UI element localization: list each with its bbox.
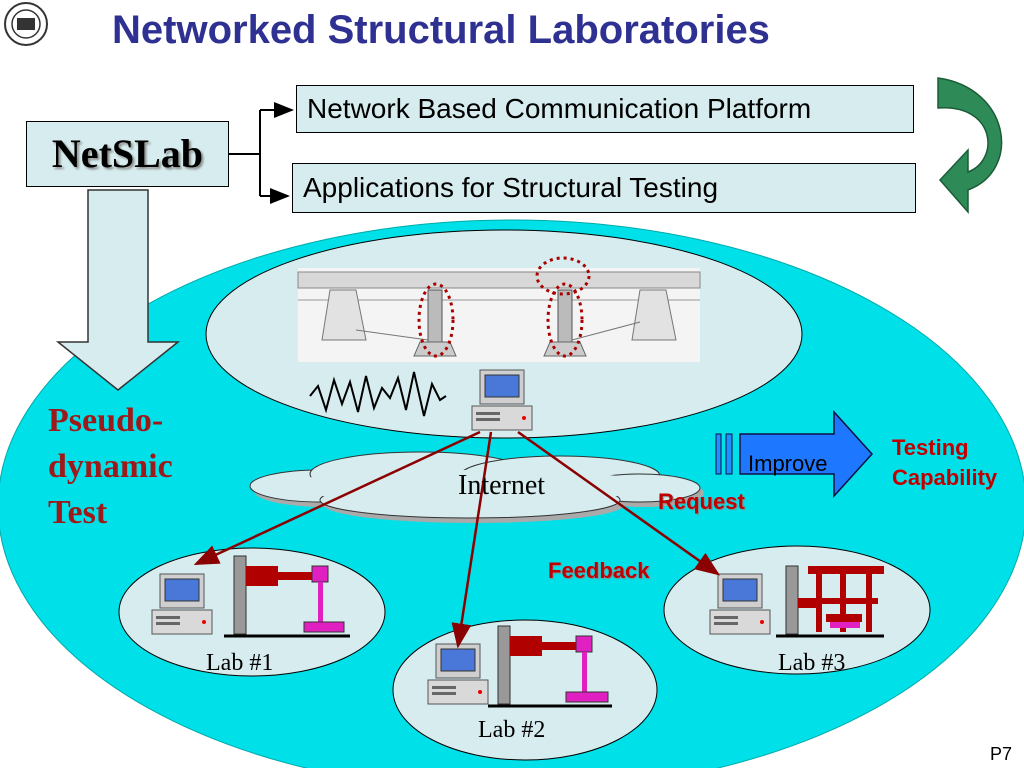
cloud-icon bbox=[249, 451, 704, 523]
platform-item-applications: Applications for Structural Testing bbox=[292, 163, 916, 213]
testing-capability-label: Testing Capability bbox=[892, 435, 998, 490]
improve-label: Improve bbox=[748, 451, 828, 476]
lab1-actuator bbox=[224, 555, 350, 638]
university-logo-icon bbox=[4, 2, 48, 46]
down-arrow-icon bbox=[55, 189, 181, 391]
test-structure-image bbox=[297, 256, 701, 362]
lab2-label: Lab #2 bbox=[478, 717, 546, 743]
computer-icon bbox=[471, 369, 533, 431]
lab3-frame bbox=[776, 565, 884, 638]
lab1-label: Lab #1 bbox=[206, 650, 274, 676]
feedback-label: Feedback bbox=[548, 558, 650, 583]
computer-icon bbox=[709, 573, 771, 635]
internet-label: Internet bbox=[458, 470, 546, 501]
lab2-actuator bbox=[488, 625, 612, 708]
request-label: Request bbox=[658, 489, 745, 514]
cycle-arrow-icon bbox=[937, 77, 1003, 214]
wave-icon bbox=[309, 371, 447, 417]
pseudo-dynamic-label: Pseudo-dynamic Test bbox=[48, 402, 173, 531]
platform-item-communication: Network Based Communication Platform bbox=[296, 85, 914, 133]
block-arrow-icon bbox=[715, 410, 874, 498]
bracket-connector bbox=[229, 102, 294, 204]
network-links bbox=[193, 430, 721, 649]
lab3-label: Lab #3 bbox=[778, 650, 846, 676]
page-number: P7 bbox=[990, 744, 1013, 764]
computer-icon bbox=[427, 643, 489, 705]
netslab-box: NetSLab bbox=[26, 121, 229, 187]
page-title: Networked Structural Laboratories bbox=[112, 8, 770, 52]
computer-icon bbox=[151, 573, 213, 635]
